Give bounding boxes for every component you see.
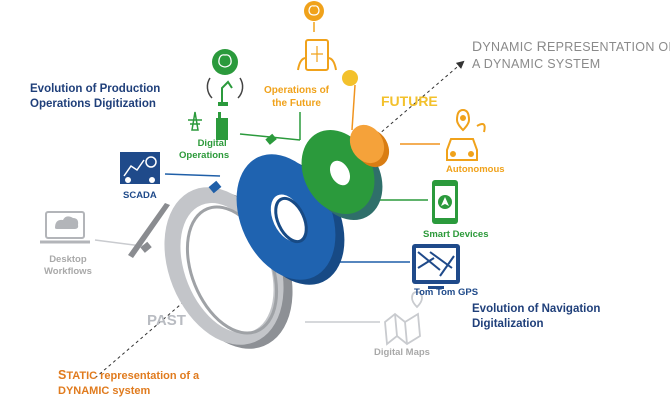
autonomous-car-icon (446, 108, 486, 161)
axis-connectors (140, 133, 277, 253)
operations-future-line2: the Future (272, 98, 321, 109)
future-sphere (342, 70, 358, 86)
smart-devices-label: Smart Devices (423, 229, 489, 240)
operations-future-line1: Operations of (264, 85, 330, 96)
dynamic-text-a: YNAMIC (482, 40, 537, 54)
connector-lines (94, 84, 440, 323)
dynamic-representation-label: DYNAMIC REPRESENTATION OF A DYNAMIC SYST… (472, 38, 670, 73)
cloud-laptop-icon (40, 211, 90, 244)
brain-robot-arm-icon (206, 49, 244, 106)
folded-map-icon (384, 291, 423, 346)
operations-future-label: Operations of the Future (264, 84, 329, 110)
digital-maps-label: Digital Maps (374, 347, 430, 358)
past-label: PAST (147, 312, 186, 329)
smartphone-navigation-icon (432, 180, 458, 224)
nav-heading-line1: Evolution of Navigation (472, 303, 601, 315)
scada-label: SCADA (123, 190, 157, 201)
dynamic-cap-r: R (536, 38, 548, 54)
dynamic-line2: A DYNAMIC SYSTEM (472, 57, 601, 71)
nav-heading: Evolution of Navigation Digitalization (472, 302, 600, 332)
scada-dashboard-icon (120, 152, 160, 184)
autonomous-label: Autonomous (446, 164, 505, 175)
static-text: TATIC representation of a (66, 370, 200, 382)
static-cap-s: S (58, 368, 67, 382)
static-line2: DYNAMIC system (58, 385, 151, 397)
digital-ops-line2: Operations (179, 150, 230, 161)
digital-operations-label: Digital Operations (179, 138, 229, 162)
nav-heading-line2: Digitalization (472, 318, 544, 330)
tomtom-gps-label: Tom Tom GPS (414, 287, 479, 298)
gps-map-icon (412, 244, 460, 289)
tablet-hand-brain-icon (297, 1, 337, 71)
dynamic-text-b: EPRESENTATION OF (547, 40, 670, 54)
left-heading-line1: Evolution of Production (30, 83, 161, 95)
left-heading: Evolution of Production Operations Digit… (30, 82, 160, 112)
orange-ring (349, 124, 390, 168)
desktop-line1: Desktop (49, 254, 87, 265)
digital-operations-icon (188, 111, 228, 140)
digital-ops-line1: Digital (197, 138, 227, 149)
dynamic-cap-d: D (472, 38, 483, 54)
static-representation-label: STATIC representation of a DYNAMIC syste… (58, 368, 199, 399)
desktop-workflows-label: Desktop Workflows (44, 254, 92, 278)
desktop-line2: Workflows (44, 266, 92, 277)
future-label: FUTURE (381, 93, 438, 109)
left-heading-line2: Operations Digitization (30, 98, 156, 110)
